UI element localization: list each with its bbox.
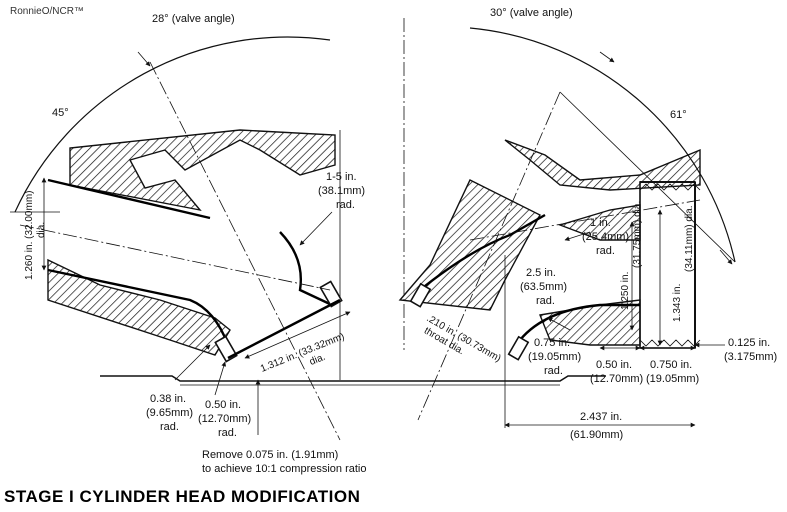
- right-thread-bottom: [639, 339, 701, 347]
- left-radius-leader: [299, 211, 333, 246]
- right-port-curve: [419, 213, 546, 291]
- right-arc-arrow: [599, 51, 615, 63]
- left-upper-wall: [69, 129, 336, 212]
- svg-text:1.312 in. (33.32mm): 1.312 in. (33.32mm): [259, 331, 346, 375]
- right-valve-axis: [417, 91, 561, 421]
- left-seat-dia-dim: [244, 311, 351, 359]
- svg-text:1.250 in.: 1.250 in.: [620, 272, 631, 310]
- left-rad-b-3: rad.: [218, 427, 237, 439]
- left-rad-a-2: (9.65mm): [146, 407, 193, 419]
- svg-text:dia.: dia.: [36, 222, 47, 238]
- right-050-2: (12.70mm): [590, 373, 643, 385]
- right-valve-angle-label: 30° (valve angle): [490, 7, 573, 19]
- left-port-top: [47, 178, 211, 220]
- left-radius-3: rad.: [336, 199, 355, 211]
- right-r3-1: 0.75 in.: [534, 337, 570, 349]
- right-valve-seat-right: [507, 335, 530, 361]
- left-port-axis: [19, 224, 331, 291]
- left-rad-b-leader: [214, 361, 227, 396]
- right-2437-1: 2.437 in.: [580, 411, 622, 423]
- left-seat-angle-label: 45°: [52, 107, 69, 119]
- right-valve-seat-left: [409, 282, 432, 308]
- right-r1-3: rad.: [596, 245, 615, 257]
- remove-label-1: Remove 0.075 in. (1.91mm): [202, 449, 338, 461]
- right-seat-angle-label: 61°: [670, 109, 687, 121]
- right-r3-2: (19.05mm): [528, 351, 581, 363]
- svg-text:(34.11mm) dia.: (34.11mm) dia.: [684, 205, 695, 272]
- left-arc-arrow: [137, 51, 151, 67]
- right-2437-2: (61.90mm): [570, 429, 623, 441]
- right-0750-1: 0.750 in.: [650, 359, 692, 371]
- right-dia-1343-label: 1.343 in. (34.11mm) dia.: [672, 205, 695, 322]
- left-valve-seat-right: [319, 280, 343, 308]
- right-r3-leader: [547, 317, 571, 331]
- right-dia-1250-label: 1.250 in. (31.75mm) dia.: [620, 201, 643, 310]
- svg-text:1.343 in.: 1.343 in.: [672, 284, 683, 322]
- left-rad-a-3: rad.: [160, 421, 179, 433]
- right-seat-ray: [559, 91, 736, 263]
- right-r1-leader: [564, 231, 591, 241]
- right-r1-1: 1 in.: [590, 217, 611, 229]
- left-seat-dia-label: 1.312 in. (33.32mm) dia.: [259, 331, 346, 375]
- left-lower-wall: [47, 258, 231, 356]
- deck-line: [100, 375, 606, 382]
- right-r2-2: (63.5mm): [520, 281, 567, 293]
- right-angle-arc: [469, 27, 736, 263]
- right-r2-1: 2.5 in.: [526, 267, 556, 279]
- left-valve-axis: [149, 61, 341, 441]
- left-rad-a-leader: [174, 344, 211, 381]
- right-0125-1: 0.125 in.: [728, 337, 770, 349]
- left-rad-a-1: 0.38 in.: [150, 393, 186, 405]
- right-arc-arrow-2: [719, 249, 733, 265]
- left-port-dia-label: 1.260 in. (32.00mm) dia.: [24, 191, 47, 281]
- right-0750-2: (19.05mm): [646, 373, 699, 385]
- right-thread-top: [639, 183, 701, 191]
- left-angle-arc: [14, 36, 331, 213]
- left-port-curve: [279, 231, 333, 307]
- right-port-lower: [519, 303, 640, 341]
- right-upper-wall: [504, 139, 701, 191]
- left-rad-b-1: 0.50 in.: [205, 399, 241, 411]
- remove-label-2: to achieve 10:1 compression ratio: [202, 463, 366, 475]
- svg-text:(31.75mm) dia.: (31.75mm) dia.: [632, 201, 643, 268]
- right-bore-edge: [640, 181, 696, 348]
- right-0125-2: (3.175mm): [724, 351, 777, 363]
- right-050-1: 0.50 in.: [596, 359, 632, 371]
- left-valve-angle-label: 28° (valve angle): [152, 13, 235, 25]
- left-radius-1: 1-5 in.: [326, 171, 357, 183]
- right-r1-2: (25.4mm): [582, 231, 629, 243]
- watermark: RonnieO/NCR™: [10, 6, 84, 17]
- left-radius-2: (38.1mm): [318, 185, 365, 197]
- right-r2-3: rad.: [536, 295, 555, 307]
- left-rad-b-2: (12.70mm): [198, 413, 251, 425]
- drawing-title: STAGE I CYLINDER HEAD MODIFICATION: [4, 487, 360, 506]
- right-port-axis: [469, 199, 701, 241]
- left-valve-seat-left: [214, 335, 238, 363]
- right-r3-3: rad.: [544, 365, 563, 377]
- svg-text:1.260 in. (32.00mm): 1.260 in. (32.00mm): [24, 191, 35, 281]
